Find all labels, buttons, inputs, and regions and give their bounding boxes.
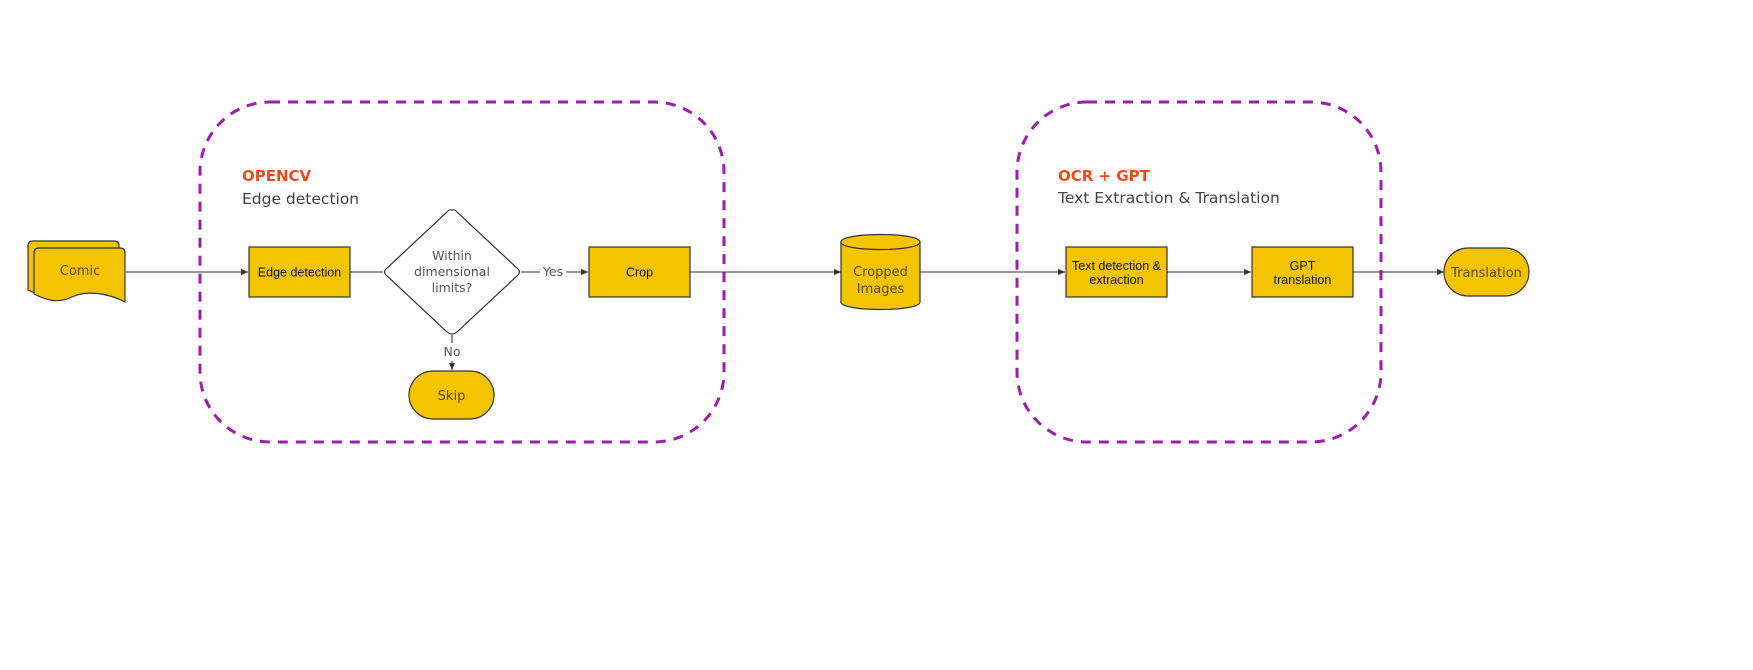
edge-label-yes: Yes bbox=[542, 264, 563, 279]
node-comic[interactable]: Comic bbox=[27, 240, 126, 303]
node-cropped-images[interactable]: Cropped Images bbox=[840, 233, 921, 311]
edge-detection-label: Edge detection bbox=[258, 266, 341, 280]
cropped-images-cylinder bbox=[840, 233, 921, 311]
group-ocr-gpt-title: OCR + GPT bbox=[1058, 167, 1151, 185]
cropped-images-label-line-1: Cropped bbox=[853, 265, 908, 280]
decision-diamond bbox=[383, 209, 521, 335]
skip-label: Skip bbox=[438, 389, 466, 404]
edge-detection-box bbox=[248, 246, 351, 298]
text-detection-label-line-1: Text detection & bbox=[1072, 259, 1162, 273]
crop-box bbox=[588, 246, 691, 298]
cropped-images-cylinder-top bbox=[840, 241, 921, 251]
node-decision[interactable]: Within dimensional limits? bbox=[383, 209, 521, 335]
cropped-images-label-line-2: Images bbox=[857, 282, 905, 297]
crop-label: Crop bbox=[626, 266, 653, 280]
node-translation[interactable]: Translation bbox=[1443, 247, 1530, 297]
comic-front-page bbox=[33, 247, 126, 303]
node-edge-detection[interactable]: Edge detection bbox=[248, 246, 351, 298]
skip-pill bbox=[408, 370, 495, 420]
translation-label: Translation bbox=[1450, 266, 1522, 281]
node-skip[interactable]: Skip bbox=[408, 370, 495, 420]
comic-label: Comic bbox=[60, 264, 100, 279]
group-opencv-title: OPENCV bbox=[242, 167, 312, 185]
decision-label-line-3: limits? bbox=[432, 280, 473, 295]
decision-label-line-1: Within bbox=[432, 248, 472, 263]
group-opencv-subtitle: Edge detection bbox=[242, 190, 359, 208]
edges: Yes No bbox=[126, 264, 1444, 370]
group-opencv-border bbox=[198, 100, 726, 444]
decision-label-line-2: dimensional bbox=[414, 264, 490, 279]
node-crop[interactable]: Crop bbox=[588, 246, 691, 298]
gpt-translation-box bbox=[1251, 246, 1354, 298]
node-text-detection[interactable]: Text detection & extraction bbox=[1065, 246, 1168, 298]
translation-pill bbox=[1443, 247, 1530, 297]
gpt-translation-label-line-2: translation bbox=[1274, 273, 1332, 287]
group-ocr-gpt-subtitle: Text Extraction & Translation bbox=[1057, 189, 1280, 207]
gpt-translation-label-line-1: GPT bbox=[1290, 259, 1316, 273]
group-opencv: OPENCV Edge detection bbox=[198, 100, 726, 444]
text-detection-box bbox=[1065, 246, 1168, 298]
node-gpt-translation[interactable]: GPT translation bbox=[1251, 246, 1354, 298]
text-detection-label-line-2: extraction bbox=[1089, 273, 1143, 287]
edge-label-no: No bbox=[444, 344, 461, 359]
